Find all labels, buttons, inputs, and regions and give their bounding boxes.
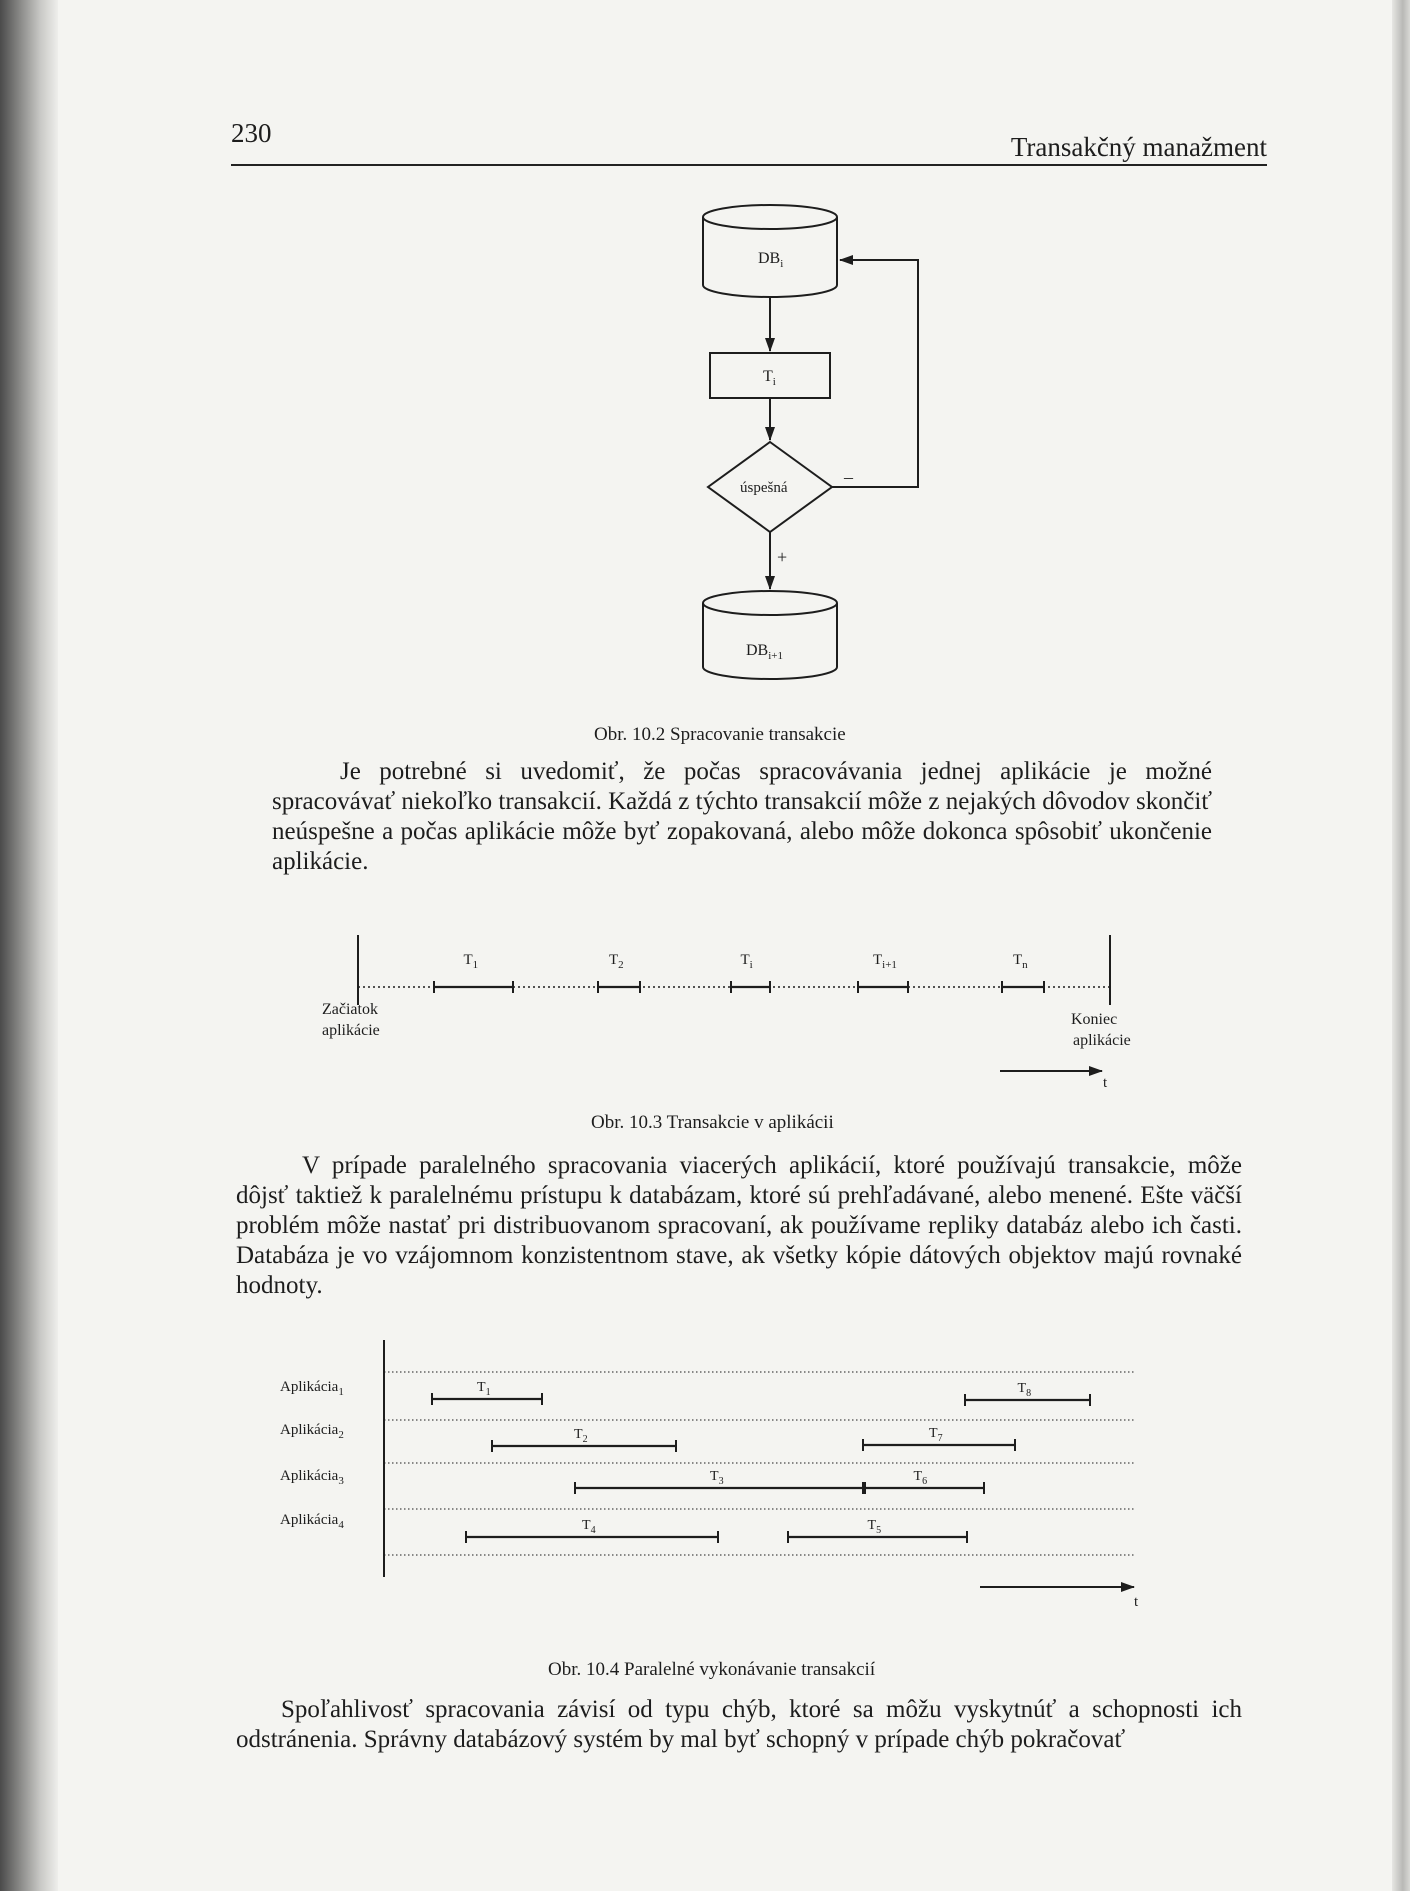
process-label: Ti bbox=[763, 368, 776, 388]
figure-10-4-caption: Obr. 10.4 Paralelné vykonávanie transakc… bbox=[548, 1659, 876, 1680]
page-edge-shadow bbox=[1392, 0, 1410, 1891]
transaction-bar-label-4: T4 bbox=[582, 1518, 596, 1536]
page-number: 230 bbox=[231, 118, 272, 148]
transaction-bar-label-5: T5 bbox=[868, 1518, 882, 1536]
application-label-1: Aplikácia1 bbox=[280, 1379, 344, 1398]
time-label: t bbox=[1103, 1075, 1108, 1091]
end-label-1: Koniec bbox=[1071, 1011, 1117, 1028]
transaction-bar-label-1: T1 bbox=[477, 1380, 491, 1398]
book-spine-shadow bbox=[0, 0, 58, 1891]
application-label-2: Aplikácia2 bbox=[280, 1422, 344, 1441]
application-label-4: Aplikácia4 bbox=[280, 1512, 344, 1531]
timeline-segments: T1 T2 Ti Ti+1 Tn bbox=[433, 952, 1045, 993]
plus-label: + bbox=[777, 547, 787, 567]
header-rule bbox=[231, 164, 1267, 166]
start-label-2: aplikácie bbox=[322, 1022, 380, 1039]
figure-10-3-caption: Obr. 10.3 Transakcie v aplikácii bbox=[591, 1112, 834, 1133]
paragraph-2: V prípade paralelného spracovania viacer… bbox=[236, 1152, 1242, 1299]
transaction-bar-label-2: T2 bbox=[574, 1427, 588, 1445]
transaction-segment-label-5: Tn bbox=[1013, 952, 1028, 971]
figure-10-2-caption: Obr. 10.2 Spracovanie transakcie bbox=[594, 724, 846, 745]
paragraph-3: Spoľahlivosť spracovania závisí od typu … bbox=[236, 1696, 1242, 1753]
transaction-segment-label-2: T2 bbox=[609, 952, 624, 971]
decision-label: úspešná bbox=[740, 480, 788, 496]
time-label-2: t bbox=[1134, 1594, 1139, 1610]
figure-10-4-parallel-chart: Aplikácia1Aplikácia2Aplikácia3Aplikácia4… bbox=[280, 1340, 1139, 1610]
transaction-segment-label-3: Ti bbox=[741, 952, 753, 971]
database-top-cylinder bbox=[702, 204, 838, 298]
figure-10-3-timeline: T1 T2 Ti Ti+1 Tn Začiatok aplikácie Koniec a… bbox=[322, 935, 1131, 1091]
start-label-1: Začiatok bbox=[322, 1001, 378, 1018]
transaction-bar-label-7: T7 bbox=[929, 1426, 943, 1444]
arrow-retry-loop bbox=[832, 255, 919, 488]
db-top-label: DBi bbox=[758, 250, 783, 270]
running-header-title: Transakčný manažment bbox=[1010, 132, 1267, 162]
transaction-bar-label-3: T3 bbox=[710, 1469, 724, 1487]
db-bottom-label: DBi+1 bbox=[746, 642, 783, 662]
database-bottom-cylinder bbox=[702, 590, 838, 680]
minus-label: – bbox=[843, 467, 854, 487]
transaction-segment-label-1: T1 bbox=[464, 952, 479, 971]
transaction-segment-label-4: Ti+1 bbox=[873, 952, 897, 971]
transaction-bar-label-6: T6 bbox=[914, 1469, 928, 1487]
transaction-bar-label-8: T8 bbox=[1018, 1381, 1032, 1399]
end-label-2: aplikácie bbox=[1073, 1032, 1131, 1049]
application-label-3: Aplikácia3 bbox=[280, 1468, 344, 1487]
paragraph-1: Je potrebné si uvedomiť, že počas spraco… bbox=[272, 758, 1212, 875]
figure-10-2-flowchart: DBi Ti úspešná – + DBi+1 bbox=[702, 204, 919, 680]
